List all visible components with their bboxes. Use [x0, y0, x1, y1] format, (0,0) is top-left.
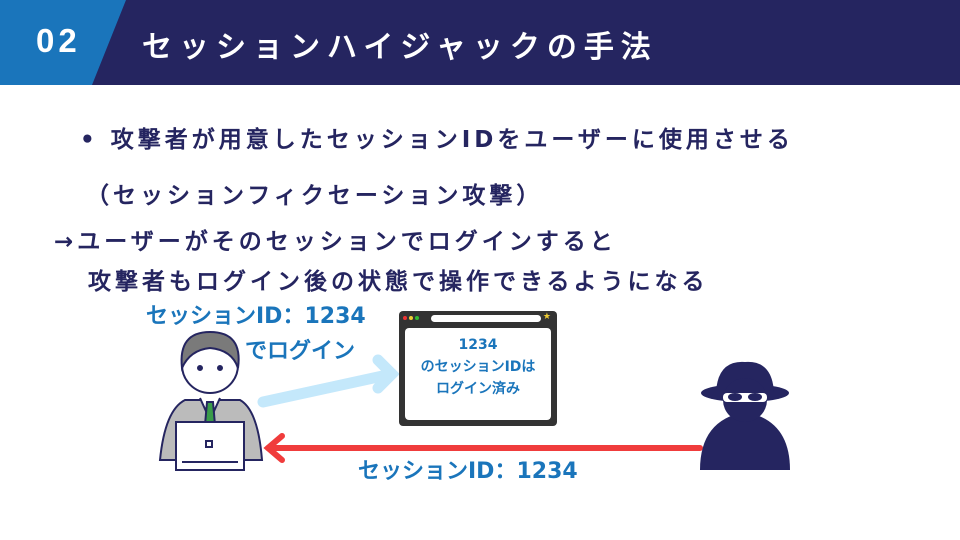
- light-blue-arrow: [257, 354, 400, 408]
- bullet: •: [80, 127, 99, 153]
- minimize-dot-icon: [409, 316, 413, 320]
- bullet-line-1: • 攻撃者が用意したセッションIDをユーザーに使用させる: [80, 120, 794, 154]
- browser-screen: 1234 のセッションIDは ログイン済み: [405, 328, 551, 420]
- browser-text-2: のセッションIDは: [420, 359, 536, 375]
- bullet-line-2: （セッションフィクセーション攻撃）: [86, 183, 544, 209]
- arrow-line-1: →ユーザーがそのセッションでログインすると: [54, 229, 617, 255]
- bullet-text: 攻撃者が用意したセッションIDをユーザーに使用させる: [110, 127, 794, 153]
- maximize-dot-icon: [415, 316, 419, 320]
- browser-text-1: 1234: [458, 337, 498, 353]
- address-bar: [431, 315, 541, 322]
- slide-header: 02 セッションハイジャックの手法: [0, 0, 960, 85]
- user-with-laptop-icon: [158, 330, 264, 471]
- star-icon: ★: [542, 312, 551, 322]
- close-dot-icon: [403, 316, 407, 320]
- login-label-1: セッションID：1234: [146, 304, 366, 329]
- login-label-2: でログイン: [245, 339, 356, 364]
- arrow-line-2: 攻撃者もログイン後の状態で操作できるようになる: [88, 269, 709, 295]
- hacker-icon: [700, 361, 790, 470]
- slide-title: セッションハイジャックの手法: [142, 30, 658, 65]
- browser-window: ★ 1234 のセッションIDは ログイン済み: [399, 311, 557, 426]
- red-arrow: [263, 433, 703, 463]
- attacker-session-label: セッションID：1234: [358, 459, 578, 484]
- browser-text-3: ログイン済み: [436, 381, 520, 397]
- section-number: 02: [36, 22, 81, 59]
